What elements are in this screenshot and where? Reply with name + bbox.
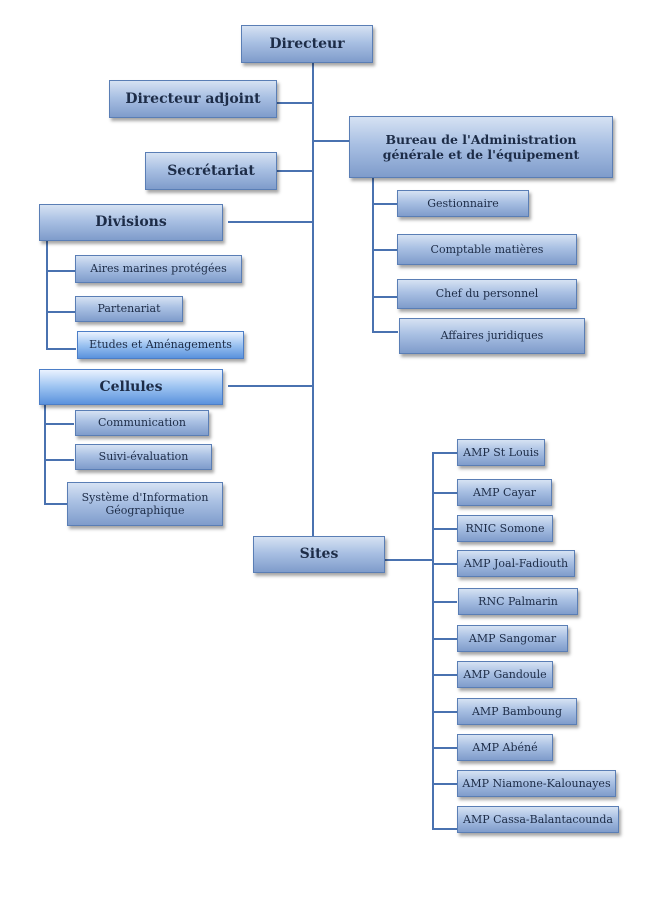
directeur-adjoint-box: Directeur adjoint [109, 80, 277, 118]
connector-site-1 [432, 452, 457, 454]
cellules-box: Cellules [39, 369, 223, 405]
bureau-box: Bureau de l'Administration générale et d… [349, 116, 613, 178]
connector-communication [44, 423, 74, 425]
divisions-branch-line [46, 240, 48, 350]
connector-site-9 [432, 747, 457, 749]
sites-box: Sites [253, 536, 385, 573]
bureau-item-chef-personnel: Chef du personnel [397, 279, 577, 309]
connector-site-11 [432, 828, 457, 830]
bureau-item-affaires-juridiques: Affaires juridiques [399, 318, 585, 354]
site-item-cayar: AMP Cayar [457, 479, 552, 506]
connector-cellules [228, 385, 313, 387]
connector-site-6 [432, 638, 457, 640]
connector-divisions [228, 221, 313, 223]
connector-etudes [46, 348, 76, 350]
cellule-item-communication: Communication [75, 410, 209, 436]
site-item-somone: RNIC Somone [457, 515, 553, 542]
directeur-box: Directeur [241, 25, 373, 63]
site-item-abene: AMP Abéné [457, 734, 553, 761]
connector-aires [46, 270, 76, 272]
bureau-branch-line [372, 177, 374, 332]
site-item-joal-fadiouth: AMP Joal-Fadiouth [457, 550, 575, 577]
division-item-etudes: Etudes et Aménagements [77, 331, 244, 359]
trunk-line [312, 62, 314, 540]
connector-sig [44, 503, 68, 505]
connector-suivi [44, 459, 74, 461]
connector-sites [385, 559, 434, 561]
site-item-niamone-kalounayes: AMP Niamone-Kalounayes [457, 770, 616, 797]
divisions-box: Divisions [39, 204, 223, 241]
connector-directeur-adjoint [277, 102, 313, 104]
connector-chef-personnel [372, 296, 398, 298]
site-item-bamboung: AMP Bamboung [457, 698, 577, 725]
bureau-item-comptable: Comptable matières [397, 234, 577, 265]
sites-branch-line [432, 453, 434, 829]
connector-comptable [372, 249, 398, 251]
connector-site-2 [432, 492, 457, 494]
connector-gestionnaire [372, 203, 398, 205]
connector-site-5 [432, 601, 457, 603]
connector-partenariat [46, 311, 76, 313]
bureau-item-gestionnaire: Gestionnaire [397, 190, 529, 217]
site-item-sangomar: AMP Sangomar [457, 625, 568, 652]
site-item-gandoule: AMP Gandoule [457, 661, 553, 688]
connector-bureau [313, 140, 350, 142]
cellule-item-suivi-evaluation: Suivi-évaluation [75, 444, 212, 470]
site-item-palmarin: RNC Palmarin [458, 588, 578, 615]
connector-site-7 [432, 674, 457, 676]
cellule-item-sig: Système d'Information Géographique [67, 482, 223, 526]
site-item-cassa-balantacounda: AMP Cassa-Balantacounda [457, 806, 619, 833]
division-item-partenariat: Partenariat [75, 296, 183, 322]
site-item-st-louis: AMP St Louis [457, 439, 545, 466]
cellules-branch-line [44, 405, 46, 505]
connector-affaires [372, 331, 398, 333]
secretariat-box: Secrétariat [145, 152, 277, 190]
connector-site-4 [432, 563, 457, 565]
connector-site-3 [432, 528, 457, 530]
connector-site-8 [432, 711, 457, 713]
connector-site-10 [432, 783, 457, 785]
connector-secretariat [277, 170, 313, 172]
division-item-aires-marines: Aires marines protégées [75, 255, 242, 283]
